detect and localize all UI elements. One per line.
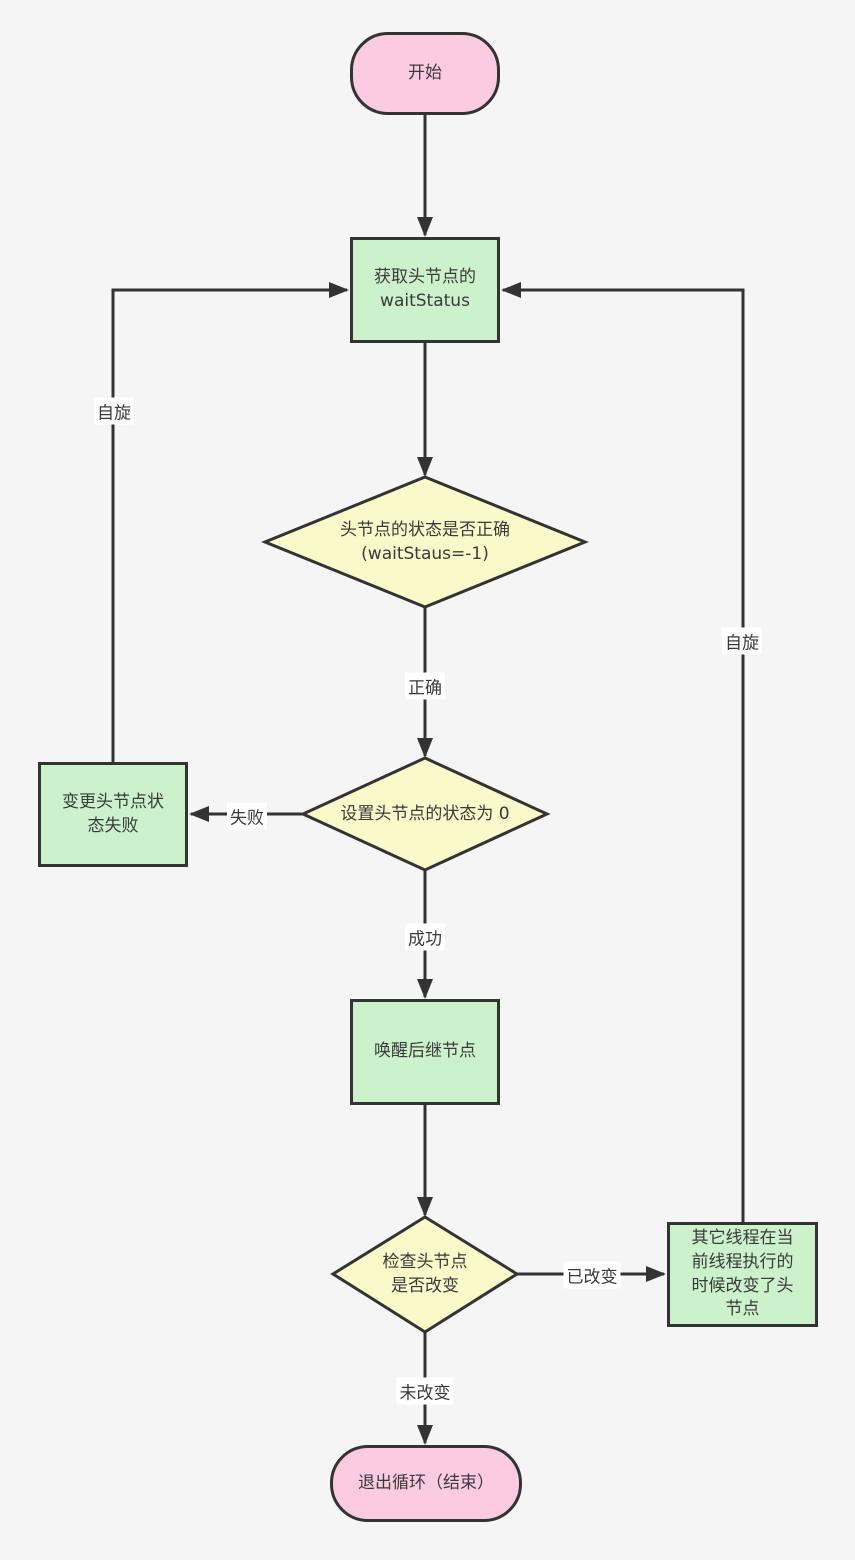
node-get-waitstatus: 获取头节点的 waitStatus [350, 237, 500, 343]
decision-set-status-zero-label: 设置头节点的状态为 0 [340, 804, 510, 825]
decision-check-head-changed-label: 检查头节点 是否改变 [382, 1252, 468, 1296]
node-change-status-failed: 变更头节点状 态失败 [38, 762, 188, 867]
edge-label-correct: 正确 [405, 672, 445, 700]
edge-label-spin-right: 自旋 [722, 627, 762, 655]
decision-check-status-shape [261, 475, 589, 609]
edge-change-failed-spin-back [111, 282, 349, 762]
decision-check-head-changed-shape [330, 1215, 520, 1334]
node-wake-successor: 唤醒后继节点 [350, 999, 500, 1105]
edge-label-spin-left: 自旋 [94, 397, 134, 425]
node-start: 开始 [350, 32, 500, 115]
decision-set-status-zero-shape [299, 756, 551, 872]
decision-check-status-label: 头节点的状态是否正确 (waitStaus=-1) [340, 520, 510, 564]
node-change-status-failed-label: 变更头节点状 态失败 [62, 791, 164, 836]
node-end-label: 退出循环（结束） [358, 1472, 494, 1493]
node-get-waitstatus-label: 获取头节点的 waitStatus [374, 267, 476, 311]
edge-label-not-changed: 未改变 [396, 1377, 454, 1405]
edge-label-success: 成功 [405, 923, 445, 951]
node-head-changed-by-other: 其它线程在当 前线程执行的 时候改变了头 节点 [667, 1222, 818, 1327]
node-end: 退出循环（结束） [330, 1445, 522, 1522]
node-head-changed-by-other-label: 其它线程在当 前线程执行的 时候改变了头 节点 [691, 1227, 794, 1320]
edge-other-thread-spin-back [501, 282, 745, 1222]
node-start-label: 开始 [408, 62, 442, 83]
node-wake-successor-label: 唤醒后继节点 [374, 1041, 476, 1062]
edge-label-fail: 失败 [227, 802, 267, 830]
edge-label-changed: 已改变 [563, 1261, 621, 1289]
